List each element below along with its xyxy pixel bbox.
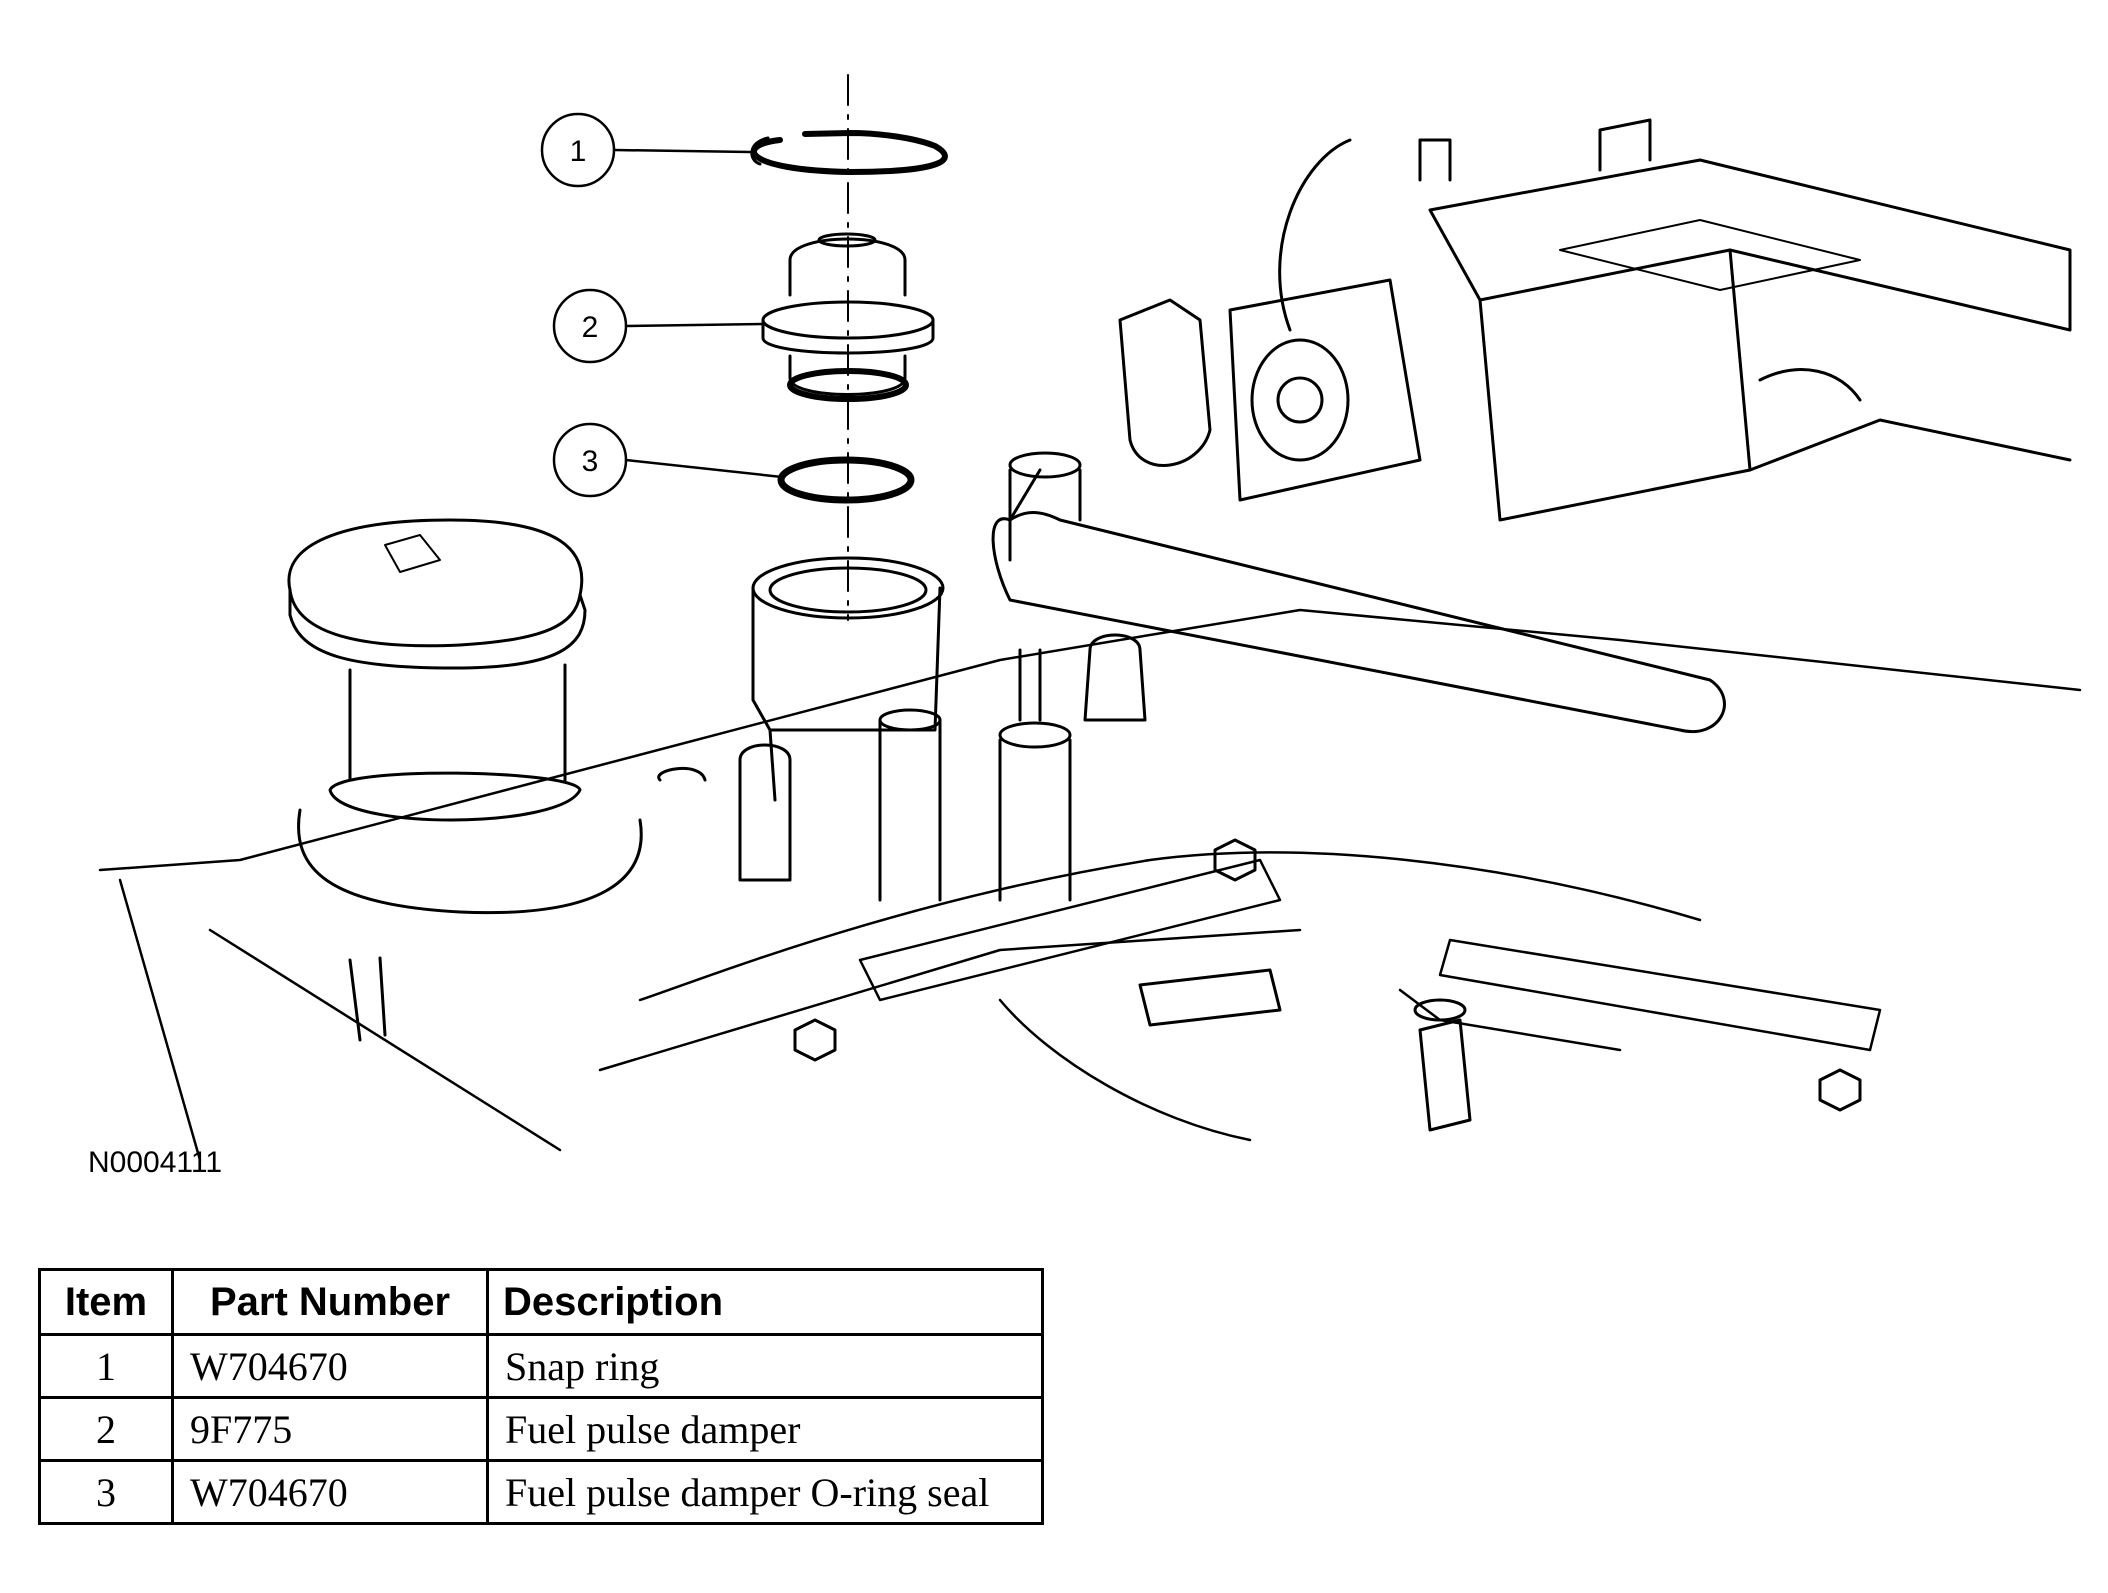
row-description: Snap ring <box>486 1333 1044 1399</box>
o-ring-seal-part <box>777 456 915 504</box>
fuel-pulse-damper-part <box>761 232 935 402</box>
callout-3-label: 3 <box>582 445 599 478</box>
row-description: Fuel pulse damper <box>486 1396 1044 1462</box>
row-part-number: 9F775 <box>171 1396 489 1462</box>
callout-3: 3 <box>552 422 784 498</box>
intake-manifold <box>1418 118 2072 522</box>
intake-tube <box>991 451 1726 733</box>
header-part-number: Part Number <box>171 1268 489 1336</box>
parts-table: Item Part Number Description 1 W704670 S… <box>38 1268 1044 1525</box>
row-item: 1 <box>38 1333 174 1399</box>
figure-id: N0004111 <box>88 1146 223 1179</box>
callout-1-label: 1 <box>570 135 587 168</box>
snap-ring-part <box>750 130 948 175</box>
table-row: 1 W704670 Snap ring <box>38 1333 1044 1399</box>
header-description: Description <box>486 1268 1044 1336</box>
row-item: 2 <box>38 1396 174 1462</box>
bolts <box>793 838 1862 1112</box>
oil-filler-cap <box>287 518 643 915</box>
fuel-rail-fittings <box>657 633 1147 902</box>
row-part-number: W704670 <box>171 1333 489 1399</box>
header-item: Item <box>38 1268 174 1336</box>
row-part-number: W704670 <box>171 1459 489 1525</box>
row-description: Fuel pulse damper O-ring seal <box>486 1459 1044 1525</box>
throttle-body <box>1118 138 1422 502</box>
table-header-row: Item Part Number Description <box>38 1268 1044 1336</box>
callout-2-label: 2 <box>582 311 599 344</box>
table-row: 3 W704670 Fuel pulse damper O-ring seal <box>38 1459 1044 1525</box>
callout-2: 2 <box>552 288 765 364</box>
callout-1: 1 <box>540 112 752 188</box>
damper-housing <box>751 556 945 802</box>
sensor-connectors <box>348 956 1472 1132</box>
row-item: 3 <box>38 1459 174 1525</box>
engine-cover <box>98 608 2082 1162</box>
engine-illustration: 1 2 3 <box>98 74 2082 1162</box>
table-row: 2 9F775 Fuel pulse damper <box>38 1396 1044 1462</box>
